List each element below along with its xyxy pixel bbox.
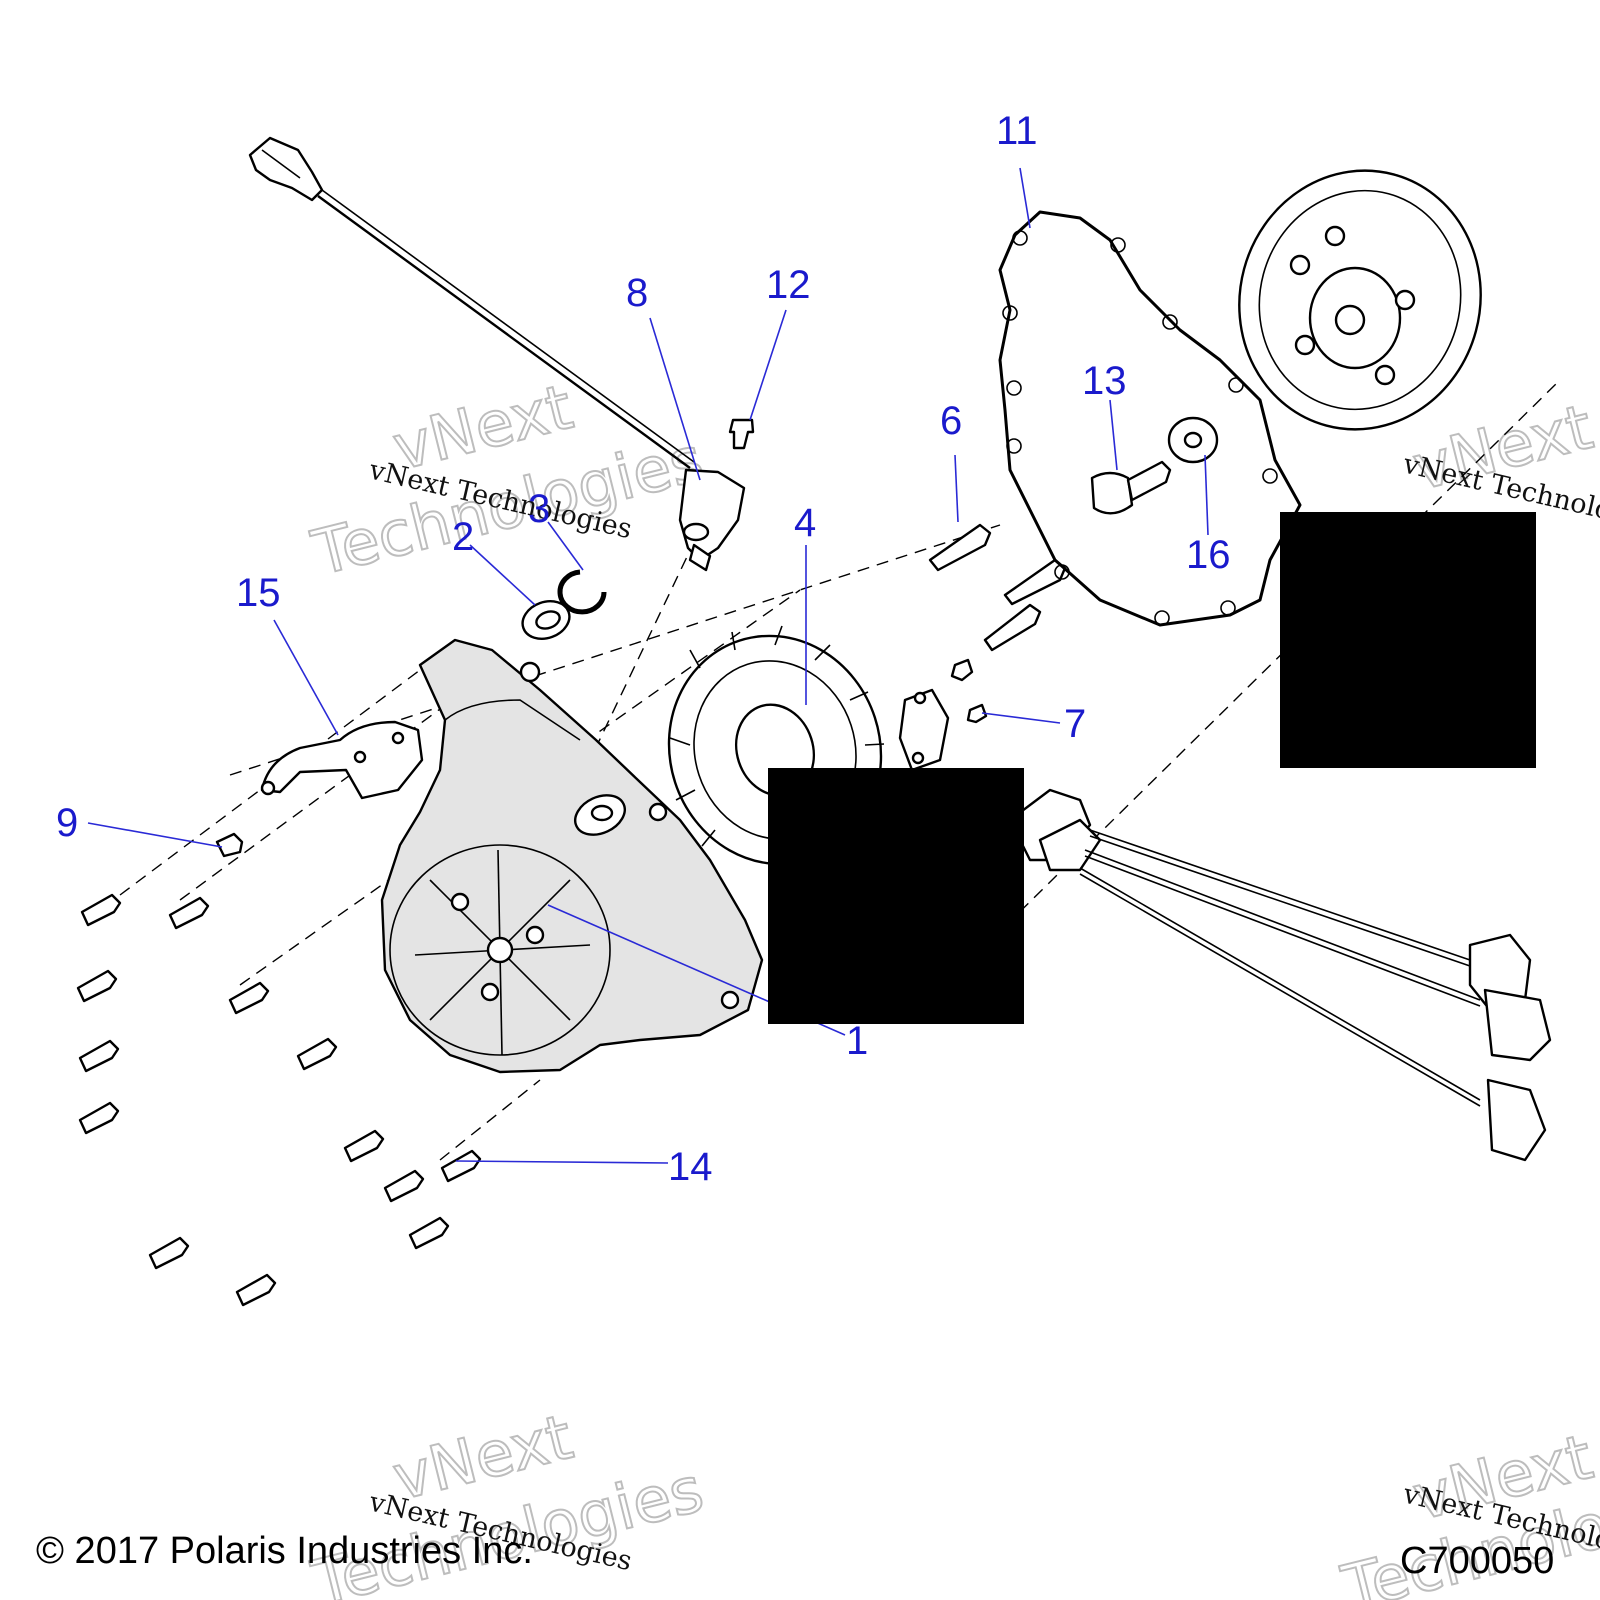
mounting-bracket <box>260 720 424 800</box>
callout-16: 16 <box>1186 533 1231 577</box>
callout-9: 9 <box>56 801 78 845</box>
flywheel <box>1238 169 1482 431</box>
callout-15: 15 <box>236 571 281 615</box>
callouts: 1 2 3 4 6 7 8 9 11 12 13 14 15 16 <box>56 109 1231 1189</box>
callout-11: 11 <box>996 109 1038 153</box>
callout-13: 13 <box>1082 359 1127 403</box>
wire-clip <box>215 832 244 858</box>
redaction-block-center <box>768 768 1024 1024</box>
stator-harness <box>1008 788 1552 1162</box>
cover-bolts <box>76 893 482 1307</box>
speed-sensor-assembly <box>248 136 746 572</box>
callout-7: 7 <box>1064 702 1086 746</box>
callout-8: 8 <box>626 271 648 315</box>
wire-clamp-plate <box>898 658 988 772</box>
callout-1: 1 <box>846 1019 868 1063</box>
callout-2: 2 <box>452 515 474 559</box>
retaining-ring <box>557 569 607 615</box>
cover-gasket <box>998 210 1302 627</box>
copyright-notice: © 2017 Polaris Industries Inc. <box>36 1530 533 1572</box>
callout-6: 6 <box>940 399 962 443</box>
flywheel-washer <box>1167 416 1219 464</box>
callout-4: 4 <box>794 501 816 545</box>
callout-12: 12 <box>766 263 811 307</box>
sensor-bolt <box>728 418 755 450</box>
watermark-top-left: vNext Technologies vNext Technologies <box>304 369 711 591</box>
flywheel-bolt <box>1090 460 1172 515</box>
stator-screws <box>928 523 1067 652</box>
drawing-code: C700050 <box>1400 1540 1555 1582</box>
callout-14: 14 <box>668 1145 713 1189</box>
bearing <box>521 599 571 641</box>
callout-3: 3 <box>528 487 550 531</box>
redaction-block-right <box>1280 512 1536 768</box>
magneto-cover <box>380 638 764 1074</box>
